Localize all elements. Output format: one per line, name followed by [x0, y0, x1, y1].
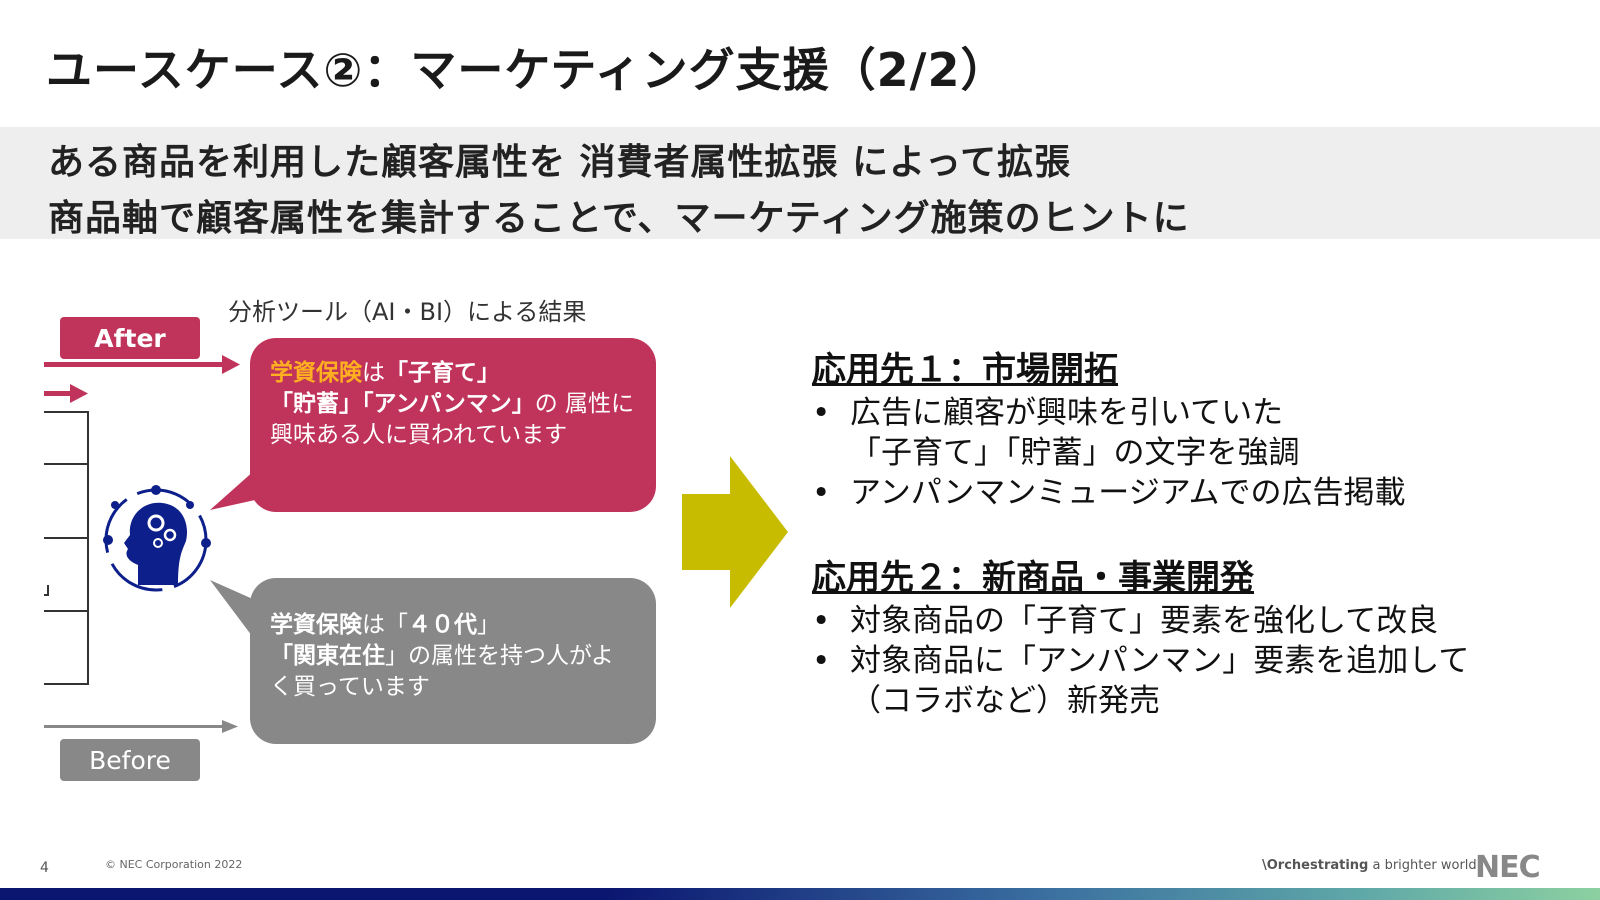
list-item: 「子育て」「貯蓄」の文字を強調 — [850, 435, 1300, 471]
application-2: 応用先２：新商品・事業開発 • 対象商品の「子育て」要素を強化して改良 • 対象商品… — [812, 550, 1592, 721]
table-fragment — [44, 411, 89, 685]
application-2-heading: 応用先２：新商品・事業開発 — [812, 558, 1254, 598]
text: 」の属性を持つ人がよく買っています — [270, 643, 614, 700]
bottom-gradient-bar — [0, 888, 1600, 900]
before-label: Before — [60, 739, 200, 781]
bullet-icon: • — [812, 643, 831, 679]
diagram-connectors — [44, 355, 255, 733]
after-label: After — [60, 317, 200, 359]
text: 」 — [477, 612, 500, 638]
before-result-bubble: 学資保険は「４０代」 「関東在住」の属性を持つ人がよく買っています — [250, 578, 656, 744]
text: は「 — [362, 612, 408, 638]
application-1: 応用先１：市場開拓 • 広告に顧客が興味を引いていた 「子育て」「貯蓄」の文字を強… — [812, 342, 1572, 513]
page-number: 4 — [40, 860, 49, 876]
right-arrow-icon — [682, 456, 788, 608]
after-bubble-tail — [210, 470, 255, 510]
list-item: アンパンマンミュージアムでの広告掲載 — [850, 475, 1406, 511]
summary-line-1: ある商品を利用した顧客属性を 消費者属性拡張 によって拡張 — [48, 142, 1072, 183]
attribute: ４０代 — [408, 612, 477, 638]
product-name: 学資保険 — [270, 360, 362, 386]
text: の — [534, 391, 558, 417]
product-name: 学資保険 — [270, 612, 362, 638]
nec-logo: NEC — [1475, 850, 1541, 885]
attribute: 「子育て」 — [385, 360, 500, 386]
slide-title: ユースケース②：マーケティング支援（2/2） — [46, 43, 1008, 97]
bullet-icon: • — [812, 603, 831, 639]
summary-line-2: 商品軸で顧客属性を集計することで、マーケティング施策のヒントに — [48, 198, 1190, 239]
list-item: 広告に顧客が興味を引いていた — [850, 395, 1284, 431]
text: 属性に興味ある人に買われています — [270, 391, 635, 448]
list-item: （コラボなど）新発売 — [850, 683, 1160, 719]
application-1-heading: 応用先１：市場開拓 — [812, 350, 1118, 390]
before-arrow — [44, 720, 238, 733]
ai-head-icon — [103, 485, 211, 592]
bullet-icon: • — [812, 475, 831, 511]
after-arrow — [44, 355, 240, 403]
before-bubble-tail — [210, 580, 255, 640]
diagram-caption: 分析ツール（AI・BI）による結果 — [228, 298, 587, 326]
slogan-rest: a brighter world — [1368, 858, 1477, 873]
bullet-icon: • — [812, 395, 831, 431]
text: は — [362, 360, 385, 386]
list-item: 対象商品の「子育て」要素を強化して改良 — [850, 603, 1439, 639]
slogan-bold: \Orchestrating — [1262, 858, 1369, 873]
attribute: 「関東在住 — [270, 643, 385, 669]
attribute: 「貯蓄」「アンパンマン」 — [270, 391, 535, 417]
copyright: © NEC Corporation 2022 — [105, 858, 243, 871]
slogan: \Orchestrating a brighter world — [1262, 858, 1477, 873]
list-item: 対象商品に「アンパンマン」要素を追加して — [850, 643, 1470, 679]
summary-band: ある商品を利用した顧客属性を 消費者属性拡張 によって拡張 商品軸で顧客属性を集… — [0, 127, 1600, 239]
after-result-bubble: 学資保険は「子育て」 「貯蓄」「アンパンマン」の 属性に興味ある人に買われていま… — [250, 338, 656, 512]
